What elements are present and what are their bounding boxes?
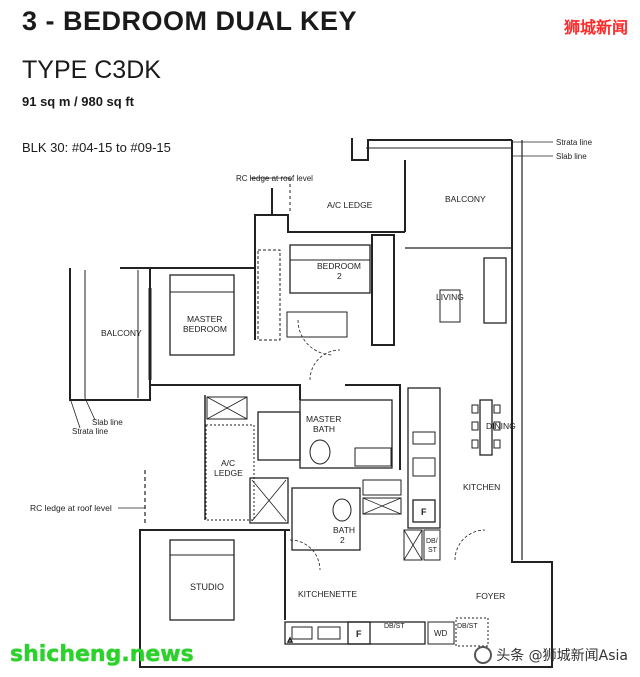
shaft-1 [206, 396, 248, 420]
room-master-line1: MASTER [187, 314, 222, 324]
wd-box [427, 621, 455, 645]
master-vanity [354, 447, 392, 467]
sofa [483, 257, 507, 324]
camera-icon [474, 646, 493, 664]
kitchen-counter [407, 387, 441, 529]
brand-watermark: 狮城新闻 [563, 18, 628, 37]
room-bedroom2-line2: 2 [337, 271, 342, 281]
room-foyer: FOYER [476, 591, 505, 601]
bedroom2-wardrobe [286, 311, 348, 338]
room-balcony-left: BALCONY [101, 328, 142, 338]
label-rc-ledge-left: RC ledge at roof level [30, 503, 112, 513]
room-master-line2: BEDROOM [183, 324, 227, 334]
toutiao-watermark: 头条 @狮城新闻Asia [474, 645, 628, 665]
bed-2 [289, 244, 371, 294]
label-dbst-kitchen-line1: DB/ [426, 538, 438, 545]
room-kitchenette: KITCHENETTE [298, 589, 357, 599]
master-bed [169, 274, 235, 356]
room-studio: STUDIO [190, 582, 224, 592]
room-kitchen: KITCHEN [463, 482, 500, 492]
room-ac-ledge-top: A/C LEDGE [327, 200, 373, 210]
label-slab-line-top: Slab line [556, 152, 587, 161]
room-balcony-right: BALCONY [445, 194, 486, 204]
wall-ac-ledge [271, 188, 405, 233]
master-wc [309, 439, 331, 465]
kitchen-fridge [412, 499, 436, 523]
room-dining: DINING [486, 421, 516, 431]
room-master-bath-line1: MASTER [306, 414, 341, 424]
kitchen-sink [412, 457, 436, 477]
room-bath2-line1: BATH [333, 525, 355, 535]
studio-bed [169, 539, 235, 621]
label-dbst-foyer: DB/ST [457, 623, 478, 630]
label-wd: WD [434, 629, 448, 638]
label-dbst-kitchenette: DB/ST [384, 623, 405, 630]
room-bedroom2-line1: BEDROOM [317, 261, 361, 271]
wall-top [351, 138, 512, 161]
master-bath [299, 399, 393, 469]
wall-bedroom2-right [371, 234, 395, 346]
label-slab-line-left: Slab line [92, 418, 123, 427]
shower-2 [249, 477, 289, 524]
bath-2 [291, 487, 361, 551]
unit-area: 91 sq m / 980 sq ft [22, 94, 134, 109]
room-master-bath-line2: BATH [313, 424, 335, 434]
kitchenette-fridge [347, 621, 371, 645]
page-title: 3 - BEDROOM DUAL KEY [22, 6, 358, 36]
wall-studio [139, 529, 390, 668]
wall-left-top [120, 214, 272, 269]
master-bath-cubicle [257, 411, 301, 461]
master-wardrobe [257, 249, 281, 341]
room-bath2-line2: 2 [340, 535, 345, 545]
ac-ledge-mid-area [205, 424, 255, 521]
room-ac-ledge-mid-line2: LEDGE [214, 468, 243, 478]
label-dbst-kitchen-line2: ST [428, 547, 438, 554]
dining-table [479, 399, 493, 456]
label-fridge-kitchen: F [421, 507, 427, 517]
wall-master-bottom [150, 384, 301, 400]
label-strata-line-left: Strata line [72, 427, 109, 436]
kitchen-dbst [423, 529, 441, 561]
room-living: LIVING [436, 292, 464, 302]
block-range: BLK 30: #04-15 to #09-15 [22, 140, 171, 155]
label-rc-ledge-top: RC ledge at roof level [236, 174, 313, 183]
label-strata-line-top: Strata line [556, 138, 593, 147]
room-ac-ledge-mid-line1: A/C [221, 458, 235, 468]
coffee-table [439, 289, 461, 323]
unit-type: TYPE C3DK [22, 56, 161, 84]
site-watermark: shicheng.news [10, 642, 194, 667]
cooktop [412, 431, 436, 445]
outer-wall-right [390, 140, 553, 668]
label-fridge-kitchenette: F [356, 629, 362, 639]
toutiao-text: 头条 @狮城新闻Asia [496, 648, 628, 664]
